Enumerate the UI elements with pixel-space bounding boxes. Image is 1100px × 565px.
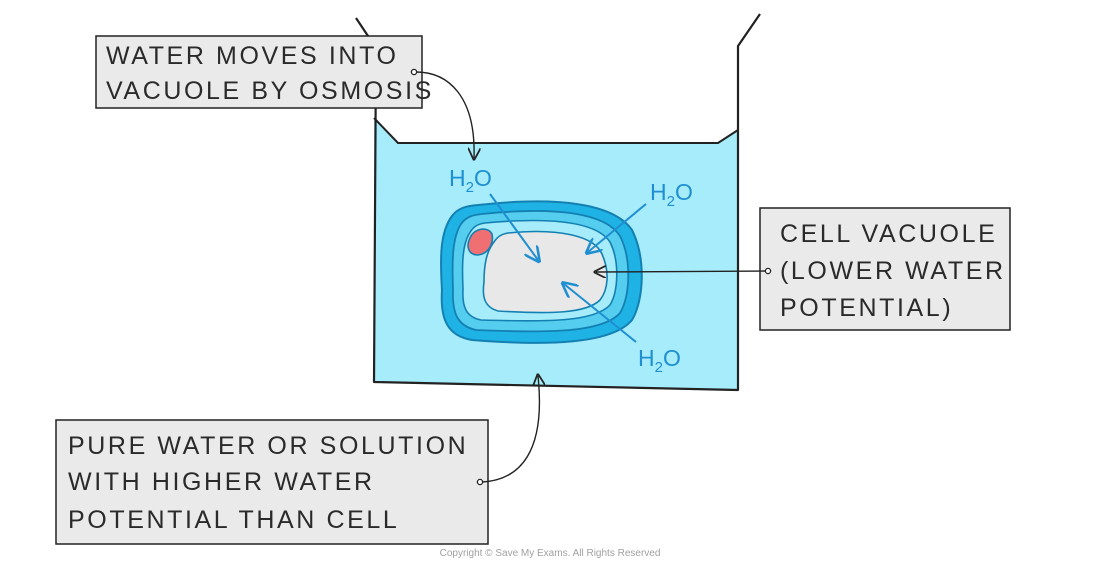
label-cell-vacuole-line3: POTENTIAL) <box>780 294 953 322</box>
water-surface <box>373 117 739 144</box>
label-pure-water-box <box>55 419 489 545</box>
label-cell-vacuole-pointer <box>596 271 767 272</box>
label-pure-water-pointer <box>481 376 539 483</box>
label-cell-vacuole-line1: CELL VACUOLE <box>780 220 997 248</box>
vacuole <box>482 230 608 314</box>
label-pure-water-line2: WITH HIGHER WATER <box>68 468 375 496</box>
copyright-notice: Copyright © Save My Exams. All Rights Re… <box>440 548 661 559</box>
water-arrow-bottom-right <box>564 284 637 343</box>
label-cell-vacuole-line2: (LOWER WATER <box>780 257 1006 285</box>
svg-text:H2O: H2O <box>449 165 492 196</box>
nucleus <box>467 228 494 256</box>
label-cell-vacuole-box <box>759 207 1011 331</box>
svg-text:H2O: H2O <box>650 179 693 210</box>
label-osmosis: WATER MOVES INTO VACUOLE BY OSMOSIS <box>95 35 434 109</box>
water-arrow-top-right <box>588 203 647 252</box>
water-molecule-top-left: H2O <box>449 165 492 196</box>
label-pure-water: PURE WATER OR SOLUTION WITH HIGHER WATER… <box>55 419 489 545</box>
label-pure-water-line1: PURE WATER OR SOLUTION <box>68 432 468 460</box>
label-cell-vacuole-pointer-dot <box>764 267 772 275</box>
label-pure-water-line3: POTENTIAL THAN CELL <box>68 506 399 534</box>
label-osmosis-line1: WATER MOVES INTO <box>106 42 399 70</box>
label-osmosis-pointer-dot <box>410 68 418 76</box>
label-osmosis-pointer <box>415 71 474 158</box>
label-pure-water-pointer-dot <box>476 478 484 486</box>
label-cell-vacuole: CELL VACUOLE (LOWER WATER POTENTIAL) <box>759 207 1011 331</box>
svg-text:H2O: H2O <box>638 345 681 376</box>
label-osmosis-line2: VACUOLE BY OSMOSIS <box>106 77 434 105</box>
water-molecule-bottom-right: H2O <box>638 345 681 376</box>
water-arrow-top-left <box>489 193 538 260</box>
water-molecule-top-right: H2O <box>650 179 693 210</box>
